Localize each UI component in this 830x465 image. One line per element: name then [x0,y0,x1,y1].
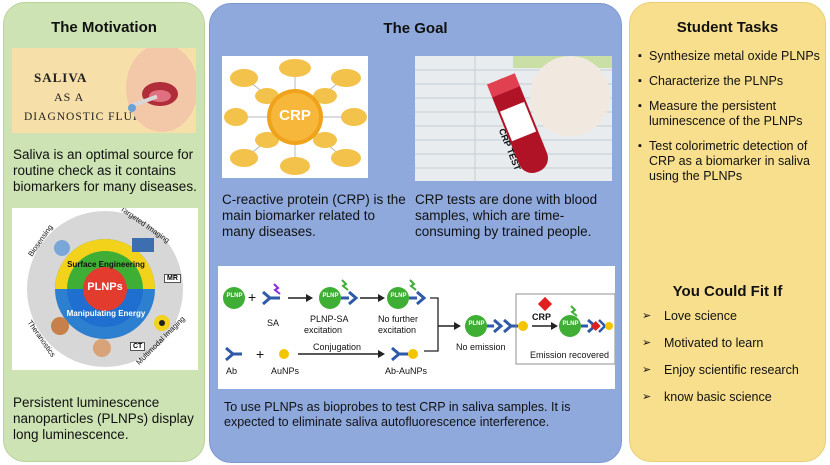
scheme-no-further-label: No further [378,314,419,324]
fit-item: Enjoy scientific research [642,363,822,378]
scheme-conjugation-label: Conjugation [313,342,362,352]
tasks-title: Student Tasks [676,19,779,36]
test-sheet-graphic [415,56,612,181]
crp-network-graphic [224,59,367,175]
wheel-center-label: PLNPs [87,281,123,293]
wheel-inner-top-label: Surface Engineering [67,260,145,269]
goal-panel: The Goal CRP [209,3,622,463]
task-item: Characterize the PLNPs [638,74,821,89]
scheme-plnp-3: PLNP [390,293,407,299]
fit-list: Love science Motivated to learn Enjoy sc… [642,309,822,417]
scheme-excitation-label: excitation [304,325,343,335]
tasks-panel: Student Tasks Synthesize metal oxide PLN… [629,2,826,462]
motivation-panel: The Motivation SALIVA AS A DIAGNOSTIC FL… [3,2,205,462]
crp-description-text: C-reactive protein (CRP) is the main bio… [222,192,406,239]
fit-title: You Could Fit If [672,283,783,300]
fit-item: Love science [642,309,822,324]
banner-line3: DIAGNOSTIC FLUID [24,111,148,123]
motivation-text-plnp: Persistent luminescence nanoparticles (P… [13,395,194,442]
scheme-emission-recovered-label: Emission recovered [530,350,610,360]
mouth-illustration [126,48,196,132]
fit-item: Motivated to learn [642,336,822,351]
scheme-sa-label: SA [267,318,280,328]
scheme-crp-label: CRP [532,312,552,322]
banner-line2: AS A [54,90,85,104]
scheme-ab-aunps-label: Ab-AuNPs [385,366,428,376]
crp-diseases-image: CRP [222,56,368,178]
scheme-graphic [223,279,615,365]
detection-scheme: PLNP + SA PLNP PLNP-SA excitation PLNP N… [218,266,615,389]
wheel-tag-mr: MR [164,274,181,283]
banner-line1: SALIVA [34,70,88,85]
tasks-list: Synthesize metal oxide PLNPs Characteriz… [638,49,821,194]
plnp-applications-wheel: PLNPs Surface Engineering Manipulating E… [12,208,198,370]
scheme-plnp-1: PLNP [226,293,243,299]
scheme-plus-2: + [256,346,265,362]
wheel-tag-ct: CT [130,342,146,351]
scheme-excitation-label-2: excitation [378,325,417,335]
scheme-plnp-4: PLNP [468,321,485,327]
task-item: Measure the persistent luminescence of t… [638,99,821,129]
wheel-graphic [27,211,183,367]
goal-title: The Goal [383,20,448,37]
saliva-banner-image: SALIVA AS A DIAGNOSTIC FLUID [12,48,196,133]
scheme-ab-label: Ab [226,366,238,376]
fit-item: know basic science [642,390,822,405]
crp-center-label: CRP [279,107,311,124]
scheme-plnp-2: PLNP [322,293,339,299]
crp-test-description-text: CRP tests are done with blood samples, w… [415,192,598,239]
goal-summary-text: To use PLNPs as bioprobes to test CRP in… [224,400,571,429]
motivation-title: The Motivation [51,19,157,36]
task-item: Test colorimetric detection of CRP as a … [638,139,821,184]
wheel-inner-bottom-label: Manipulating Energy [66,309,146,318]
scheme-no-emission-label: No emission [456,342,506,352]
scheme-plnp-5: PLNP [562,321,579,327]
crp-test-tube-image: CRP TEST [415,56,612,181]
scheme-plus-1: + [248,289,257,305]
task-item: Synthesize metal oxide PLNPs [638,49,821,64]
motivation-text-saliva: Saliva is an optimal source for routine … [13,147,197,194]
scheme-aunps-label: AuNPs [271,366,300,376]
scheme-plnp-sa-label: PLNP-SA [310,314,349,324]
